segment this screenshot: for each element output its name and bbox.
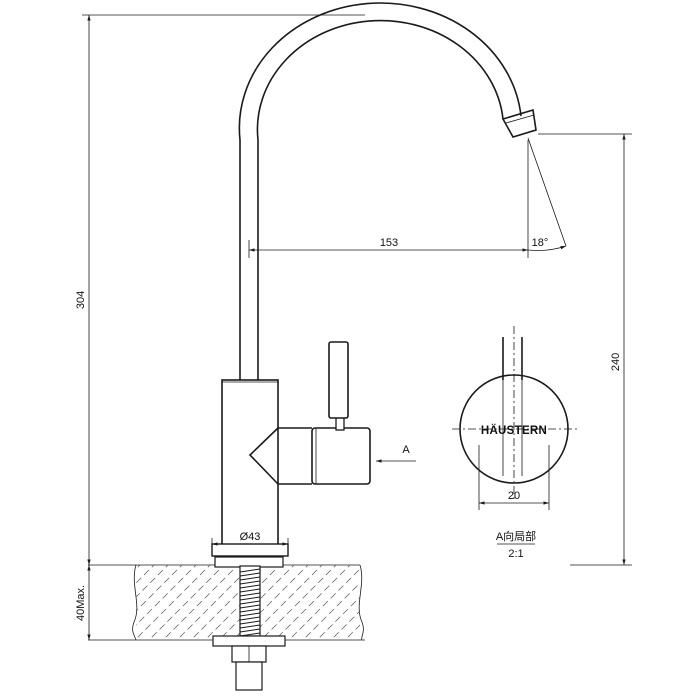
detail-view-caption: A向局部 [496,529,536,543]
spout-reach-label: 153 [380,237,398,249]
total-height-label: 304 [75,291,87,309]
dimension-outlet-height: 240 [538,133,632,566]
spout-angle-label: 18° [532,237,549,249]
dimension-counter-max: 40Max. [75,565,91,640]
handle-diameter-label: 20 [508,490,520,502]
detail-view-a: HÄUSTERN 20 A向局部 2:1 [452,326,578,560]
dimension-spout-angle: 18° [527,137,567,251]
brand-logo-text: HÄUSTERN [481,424,547,437]
outlet-height-label: 240 [610,353,622,371]
mounting-shank [212,556,286,691]
faucet-body [211,2,537,557]
dimension-base-diameter: Ø43 [211,531,289,546]
detail-view-scale: 2:1 [508,548,523,560]
dimension-spout-reach: 153 [248,140,529,258]
base-diameter-label: Ø43 [240,531,261,543]
countertop-hatch [136,565,360,640]
view-arrow-a: A [376,444,416,463]
dimension-total-height: 304 [75,14,365,565]
shank-thread [239,568,261,637]
counter-max-label: 40Max. [75,585,87,621]
countertop-slab [88,564,365,641]
view-arrow-label: A [402,444,410,456]
